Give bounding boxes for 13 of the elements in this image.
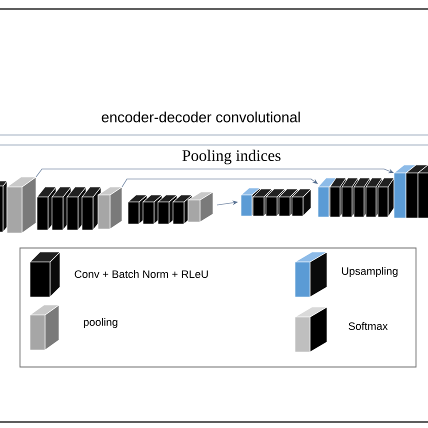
pooling-block (188, 192, 214, 222)
conv-block (378, 178, 394, 218)
arrow (122, 178, 318, 188)
legend-label: Conv + Batch Norm + RLeU (74, 270, 208, 278)
legend-label: pooling (84, 318, 118, 328)
conv-block (418, 164, 428, 218)
heading: encoder-decoder convolutional (102, 112, 300, 122)
annotation-text: Pooling indices (182, 150, 280, 164)
legend-label: Softmax (348, 322, 388, 330)
pooling-block (6, 176, 36, 234)
legend-label: Upsampling (342, 266, 398, 278)
conv-block (292, 188, 312, 216)
pooling-block (98, 186, 122, 230)
